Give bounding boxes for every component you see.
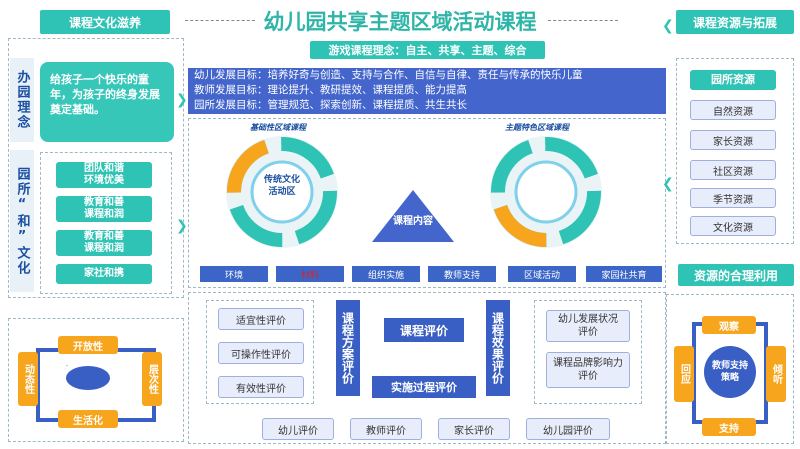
process-eval: 实施过程评价 xyxy=(372,376,476,398)
right-header: 课程资源与拓展 xyxy=(676,10,794,34)
page-title: 幼儿园共享主题区域活动课程 xyxy=(263,10,537,34)
eval-right-box xyxy=(534,300,642,404)
resource-item: 文化资源 xyxy=(690,216,776,236)
culture-item: 教育和善 课程和润 xyxy=(56,230,152,256)
left-header: 课程文化滋养 xyxy=(40,10,170,34)
right-cycle-panel xyxy=(666,294,794,444)
support-left: 回应 xyxy=(674,346,694,402)
title-arrow-right xyxy=(548,20,618,21)
chevron-left-icon: ❮ xyxy=(662,176,674,192)
eval-left-item: 可操作性评价 xyxy=(218,342,304,364)
philosophy-label: 办园理念 xyxy=(10,58,34,142)
eval-main: 课程评价 xyxy=(384,318,464,342)
evaluation-panel xyxy=(188,292,666,444)
chevron-left-icon: ❮ xyxy=(662,18,674,34)
resource-item: 家长资源 xyxy=(690,130,776,150)
support-right: 倾听 xyxy=(766,346,786,402)
eval-right-item: 课程品牌影响力评价 xyxy=(546,352,630,388)
left-panel xyxy=(8,38,184,298)
cycle-right: 层次性 xyxy=(142,352,162,406)
step: 材料 xyxy=(276,266,344,282)
eval-left-box xyxy=(206,300,314,404)
resource-item: 社区资源 xyxy=(690,160,776,180)
wheel-left xyxy=(226,136,338,248)
eval-right-item: 幼儿发展状况评价 xyxy=(546,310,630,342)
goal-line: 教师发展目标：理论提升、教研提效、课程提质、能力提高 xyxy=(194,84,467,96)
step: 家园社共育 xyxy=(586,266,662,282)
wheel-right-title: 主题特色区域课程 xyxy=(505,123,569,132)
triangle-label: 课程内容 xyxy=(393,216,433,227)
eval-bottom-item: 教师评价 xyxy=(350,418,422,440)
step: 区域活动 xyxy=(508,266,576,282)
culture-item: 团队和谐 环境优美 xyxy=(56,162,152,188)
eval-bottom-item: 家长评价 xyxy=(438,418,510,440)
chevron-right-icon: ❯ xyxy=(176,218,188,234)
goal-line: 园所发展目标：管理规范、探索创新、课程提质、共生共长 xyxy=(194,99,467,111)
wheel-right xyxy=(490,136,602,248)
subtitle-banner: 游戏课程理念：自主、共享、主题、综合 xyxy=(310,41,545,59)
cycle-top: 开放性 xyxy=(58,336,118,354)
content-panel xyxy=(188,118,666,288)
eval-bottom-item: 幼儿园评价 xyxy=(526,418,610,440)
eval-left-item: 有效性评价 xyxy=(218,376,304,398)
cycle-center: 特点 xyxy=(66,366,110,390)
step: 组织实施 xyxy=(352,266,420,282)
wheel-left-title: 基础性区域课程 xyxy=(250,123,306,132)
right-panel xyxy=(676,58,794,244)
support-top: 观察 xyxy=(702,316,756,334)
content-triangle xyxy=(372,190,454,242)
effect-eval: 课程效果评价 xyxy=(486,300,510,396)
culture-item: 教育和善 课程和润 xyxy=(56,196,152,222)
philosophy-text: 给孩子一个快乐的童年，为孩子的终身发展奠定基础。 xyxy=(40,62,174,142)
culture-box xyxy=(40,152,172,294)
resource-title: 园所资源 xyxy=(690,70,776,90)
goals-block: 幼儿发展目标：培养好奇与创造、支持与合作、自信与自律、责任与传承的快乐儿童 教师… xyxy=(188,68,666,114)
left-cycle-panel xyxy=(8,318,184,442)
plan-eval: 课程方案评价 xyxy=(336,300,360,396)
wheel-left-center: 传统文化活动区 xyxy=(263,175,300,197)
support-bottom: 支持 xyxy=(702,418,756,436)
cycle-bottom: 生活化 xyxy=(58,410,118,428)
resource-item: 季节资源 xyxy=(690,188,776,208)
culture-item: 家社和携 xyxy=(56,264,152,284)
step: 教师支持 xyxy=(428,266,496,282)
resource-item: 自然资源 xyxy=(690,100,776,120)
step: 环境 xyxy=(200,266,268,282)
cycle-left: 动态性 xyxy=(18,352,38,406)
eval-left-item: 适宜性评价 xyxy=(218,308,304,330)
resource-use-header: 资源的合理利用 xyxy=(678,264,794,286)
chevron-right-icon: ❯ xyxy=(176,92,188,108)
goal-line: 幼儿发展目标：培养好奇与创造、支持与合作、自信与自律、责任与传承的快乐儿童 xyxy=(194,69,583,81)
eval-bottom-item: 幼儿评价 xyxy=(262,418,334,440)
culture-label: 园所“和”文化 xyxy=(10,150,34,292)
support-center: 教师支持策略 xyxy=(704,346,756,398)
title-arrow-left xyxy=(185,20,255,21)
